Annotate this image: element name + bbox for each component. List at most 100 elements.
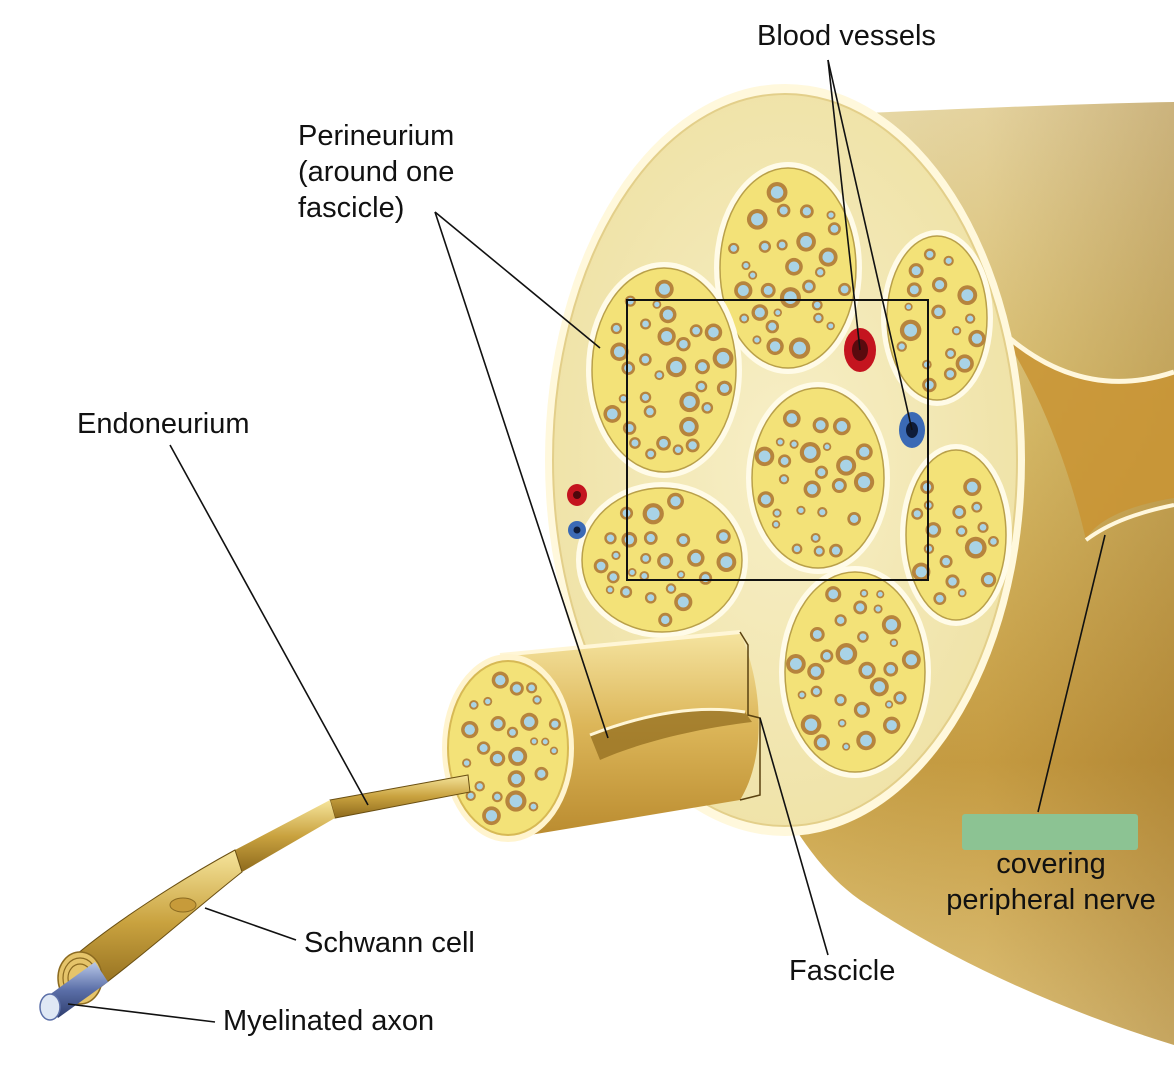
nerve-fiber-axon <box>551 720 559 728</box>
artery-small <box>567 484 587 506</box>
label-covering: covering peripheral nerve <box>928 846 1174 918</box>
nerve-fiber-axon <box>758 450 771 463</box>
leader-myelinated-axon <box>67 1003 216 1023</box>
nerve-fiber-axon <box>613 552 619 559</box>
nerve-fiber-axon <box>509 729 516 736</box>
nerve-fiber-axon <box>815 314 822 322</box>
nerve-fiber-axon <box>463 760 470 766</box>
nerve-fiber-axon <box>627 297 634 305</box>
nerve-fiber-axon <box>494 793 501 801</box>
nerve-fiber-axon <box>697 382 705 391</box>
leader-endoneurium <box>169 444 369 806</box>
nerve-fiber-axon <box>778 241 786 249</box>
fascicle <box>784 571 926 773</box>
nerve-fiber-axon <box>836 421 848 432</box>
nerve-fiber-axon <box>886 664 896 674</box>
nerve-fiber-axon <box>857 704 867 715</box>
nerve-fiber-axon <box>683 395 696 409</box>
nerve-fiber-axon <box>904 323 918 337</box>
nerve-fiber-axon <box>804 718 818 731</box>
nerve-fiber-axon <box>708 327 719 338</box>
nerve-fiber-axon <box>661 330 673 342</box>
nerve-fiber-axon <box>780 476 788 483</box>
nerve-fiber-axon <box>743 262 749 269</box>
nerve-fiber-axon <box>542 739 548 745</box>
nerve-fiber-axon <box>670 496 681 507</box>
nerve-fiber-axon <box>793 545 801 553</box>
nerve-fiber-axon <box>662 309 674 320</box>
label-fascicle: Fascicle <box>789 955 896 987</box>
nerve-fiber-axon <box>763 285 773 295</box>
nerve-fiber-axon <box>760 494 771 505</box>
nerve-fiber-axon <box>677 596 689 608</box>
leader-covering <box>1037 534 1106 813</box>
nerve-fiber-axon <box>697 362 707 372</box>
nerve-fiber-axon <box>679 339 688 349</box>
nerve-fiber-axon <box>891 640 897 646</box>
nerve-fiber-axon <box>751 213 764 226</box>
nerve-fiber-axon <box>654 301 660 308</box>
nerve-fiber-axon <box>485 810 498 822</box>
nerve-fiber-axon <box>495 674 506 686</box>
nerve-fiber-axon <box>485 698 491 705</box>
nerve-fiber-axon <box>857 475 871 489</box>
nerve-fiber-axon <box>770 186 784 199</box>
nerve-fiber-axon <box>647 594 655 602</box>
nerve-fiber-axon <box>641 355 650 364</box>
nerve-fiber-axon <box>692 326 701 335</box>
nerve-fiber-axon <box>674 446 682 453</box>
nerve-fiber-axon <box>609 573 618 581</box>
nerve-fiber-axon <box>683 420 695 433</box>
nerve-fiber-axon <box>800 235 813 248</box>
nerve-fiber-axon <box>716 351 730 365</box>
nerve-fiber-axon <box>667 585 675 592</box>
nerve-fiber-axon <box>828 212 834 218</box>
label-perineurium-line1: Perineurium <box>298 120 455 152</box>
nerve-fiber-axon <box>861 665 873 676</box>
label-blood-vessels: Blood vessels <box>757 20 936 52</box>
fascicle <box>905 449 1007 621</box>
nerve-fiber-axon <box>828 323 834 329</box>
nerve-fiber-axon <box>511 750 524 763</box>
zoom-region-box <box>626 299 929 581</box>
nerve-fiber-axon <box>945 257 952 264</box>
nerve-fiber-axon <box>661 615 670 625</box>
nerve-fiber-axon <box>531 738 537 744</box>
nerve-fiber-axon <box>961 289 974 302</box>
nerve-fiber-axon <box>493 719 503 729</box>
nerve-fiber-axon <box>948 577 957 586</box>
nerve-fiber-axon <box>886 702 892 707</box>
nerve-fiber-axon <box>983 575 994 585</box>
nerve-fiber-axon <box>769 341 781 352</box>
nerve-fiber-axon <box>877 591 883 597</box>
nerve-fiber-axon <box>641 573 648 579</box>
nerve-fiber-axon <box>816 737 827 748</box>
nerve-fiber-axon <box>775 310 781 316</box>
nerve-fiber-axon <box>670 360 683 374</box>
nerve-fiber-axon <box>660 556 670 566</box>
nerve-fiber-axon <box>834 481 844 491</box>
nerve-fiber-axon <box>754 337 760 343</box>
nerve-fiber-axon <box>973 503 981 511</box>
nerve-fiber-axon <box>788 261 800 273</box>
nerve-fiber-axon <box>946 370 955 378</box>
label-schwann-cell: Schwann cell <box>304 927 475 959</box>
nerve-fiber-axon <box>895 693 904 702</box>
hidden-answer-box[interactable] <box>962 814 1138 850</box>
label-covering-line2: peripheral nerve <box>946 884 1156 916</box>
nerve-fiber-axon <box>719 532 728 541</box>
label-covering-line1: covering <box>996 848 1106 880</box>
nerve-fiber-axon <box>911 266 921 276</box>
nerve-fiber-axon <box>512 684 522 693</box>
nerve-fiber-axon <box>678 572 684 578</box>
nerve-fiber-axon <box>860 734 872 747</box>
nerve-fiber-axon <box>551 748 557 754</box>
nerve-fiber-axon <box>958 527 966 535</box>
nerve-fiber-axon <box>774 510 780 516</box>
nerve-fiber-axon <box>642 555 650 562</box>
nerve-fiber-axon <box>779 206 788 215</box>
nerve-fiber-axon <box>791 441 797 447</box>
label-perineurium: Perineurium (around one fascicle) <box>298 118 454 226</box>
nerve-fiber-axon <box>839 647 853 661</box>
